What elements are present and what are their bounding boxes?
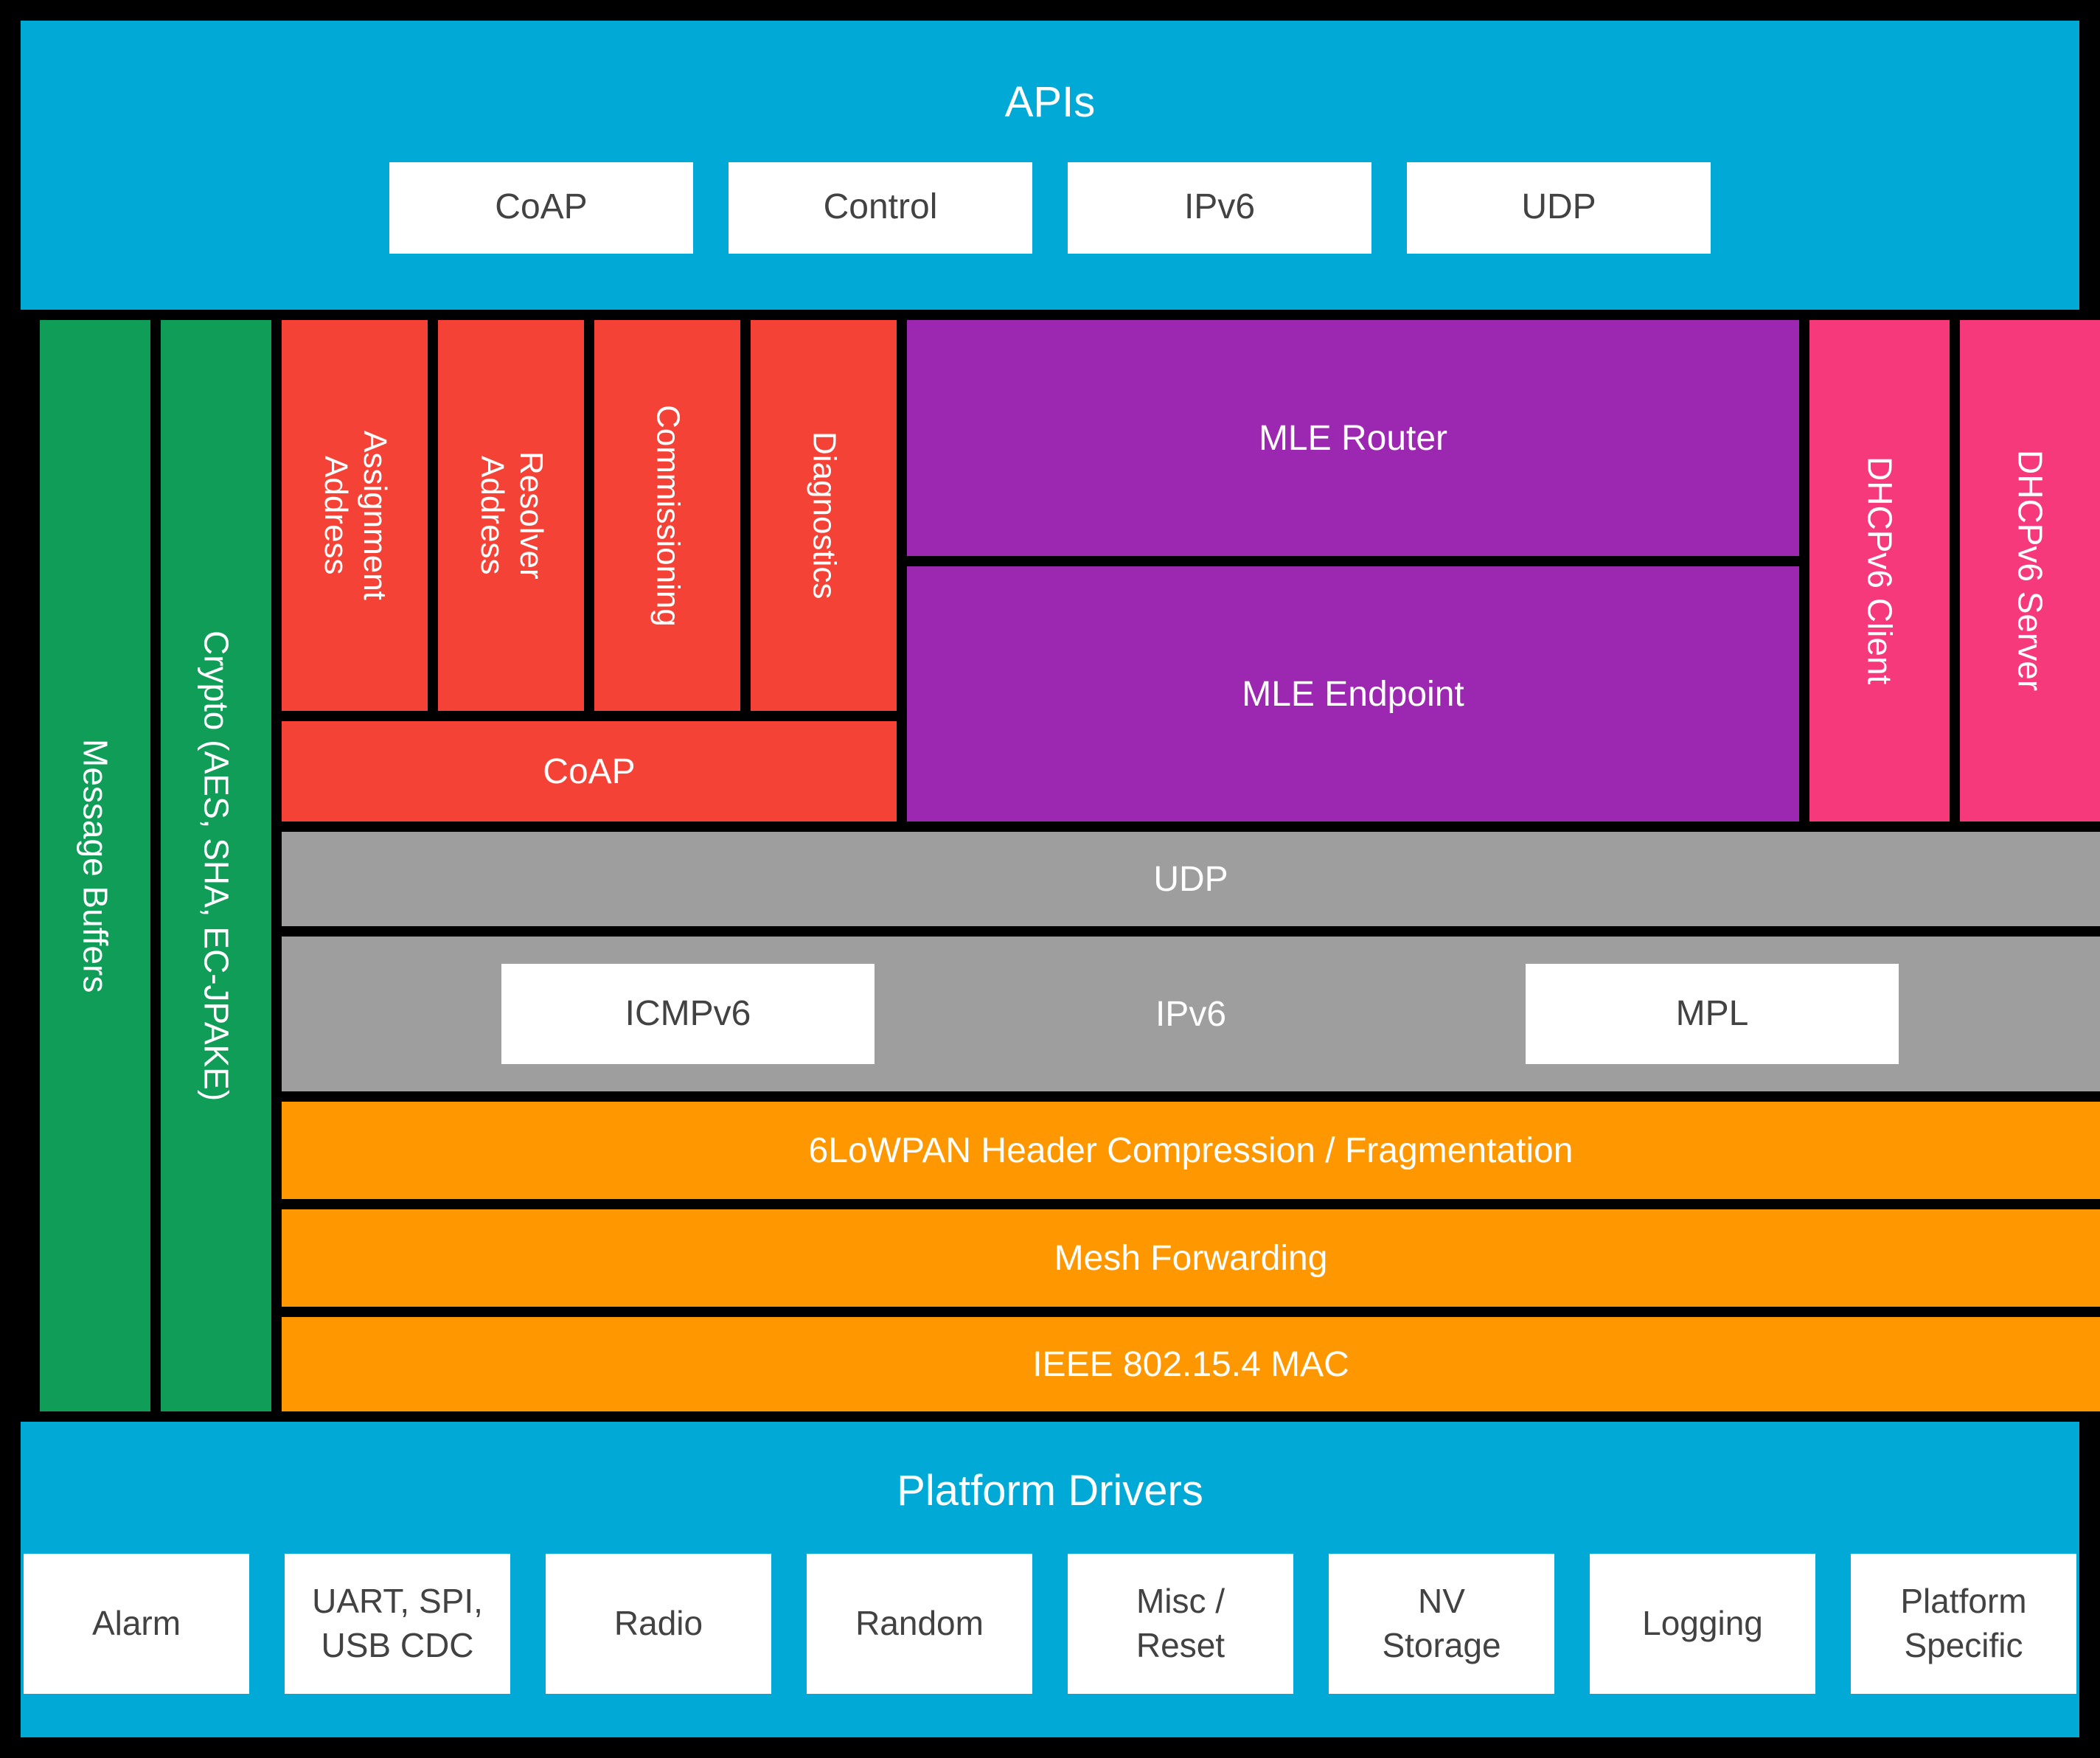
- icmpv6-box: ICMPv6: [501, 964, 875, 1064]
- address-assignment-label: Address Assignment: [318, 431, 393, 600]
- driver-box-logging: Logging: [1590, 1553, 1815, 1694]
- mesh-forwarding-bar: Mesh Forwarding: [282, 1209, 2100, 1307]
- coap-bar: CoAP: [282, 721, 897, 821]
- platform-drivers-title: Platform Drivers: [897, 1466, 1203, 1515]
- message-buffers-label: Message Buffers: [76, 738, 115, 993]
- api-box-coap: CoAP: [389, 161, 693, 254]
- coap-services-columns: Address Assignment Address Resolver Comm…: [282, 320, 897, 711]
- address-resolver-box: Address Resolver: [438, 320, 584, 711]
- ieee-802-15-4-mac-bar: IEEE 802.15.4 MAC: [282, 1317, 2100, 1411]
- ipv6-right-section: MPL: [1494, 964, 2100, 1064]
- api-box-control: Control: [729, 161, 1032, 254]
- protocol-stack: Address Assignment Address Resolver Comm…: [282, 320, 2100, 1411]
- driver-boxes-row: Alarm UART, SPI, USB CDC Radio Random Mi…: [24, 1553, 2076, 1694]
- commissioning-box: Commissioning: [594, 320, 740, 711]
- api-box-udp: UDP: [1407, 161, 1711, 254]
- dhcpv6-server-label: DHCPv6 Server: [2011, 450, 2050, 692]
- api-boxes-row: CoAP Control IPv6 UDP: [389, 161, 1711, 254]
- driver-box-random: Random: [807, 1553, 1032, 1694]
- driver-box-misc-reset: Misc / Reset: [1068, 1553, 1293, 1694]
- thread-core-section: Address Assignment Address Resolver Comm…: [282, 320, 2100, 821]
- dhcpv6-server-box: DHCPv6 Server: [1960, 320, 2100, 821]
- platform-drivers-band: Platform Drivers Alarm UART, SPI, USB CD…: [21, 1422, 2079, 1737]
- crypto-label: Crypto (AES, SHA, EC-JPAKE): [197, 630, 236, 1102]
- ipv6-band: ICMPv6 IPv6 MPL: [282, 937, 2100, 1091]
- driver-box-nv-storage: NV Storage: [1329, 1553, 1554, 1694]
- ipv6-center-section: IPv6: [888, 994, 1494, 1035]
- core-stack-region: Message Buffers Crypto (AES, SHA, EC-JPA…: [40, 320, 2100, 1411]
- address-assignment-box: Address Assignment: [282, 320, 428, 711]
- apis-title: APIs: [1004, 77, 1096, 126]
- driver-box-radio: Radio: [546, 1553, 771, 1694]
- driver-box-alarm: Alarm: [24, 1553, 249, 1694]
- address-resolver-label: Address Resolver: [474, 451, 549, 580]
- message-buffers-column: Message Buffers: [40, 320, 150, 1411]
- mle-endpoint-box: MLE Endpoint: [907, 566, 1799, 821]
- sixlowpan-bar: 6LoWPAN Header Compression / Fragmentati…: [282, 1102, 2100, 1199]
- diagnostics-box: Diagnostics: [751, 320, 897, 711]
- ipv6-label: IPv6: [1155, 994, 1227, 1034]
- udp-bar: UDP: [282, 832, 2100, 926]
- mpl-box: MPL: [1526, 964, 1899, 1064]
- driver-box-uart-spi-usb-cdc: UART, SPI, USB CDC: [285, 1553, 510, 1694]
- dhcpv6-client-label: DHCPv6 Client: [1860, 456, 1899, 685]
- dhcpv6-client-box: DHCPv6 Client: [1809, 320, 1950, 821]
- ipv6-left-section: ICMPv6: [282, 964, 888, 1064]
- commissioning-label: Commissioning: [650, 404, 686, 627]
- diagnostics-label: Diagnostics: [806, 431, 843, 600]
- api-box-ipv6: IPv6: [1068, 161, 1371, 254]
- mle-router-box: MLE Router: [907, 320, 1799, 556]
- coap-services-group: Address Assignment Address Resolver Comm…: [282, 320, 897, 821]
- mle-group: MLE Router MLE Endpoint: [907, 320, 1799, 821]
- apis-band: APIs CoAP Control IPv6 UDP: [21, 21, 2079, 310]
- driver-box-platform-specific: Platform Specific: [1851, 1553, 2076, 1694]
- crypto-column: Crypto (AES, SHA, EC-JPAKE): [161, 320, 271, 1411]
